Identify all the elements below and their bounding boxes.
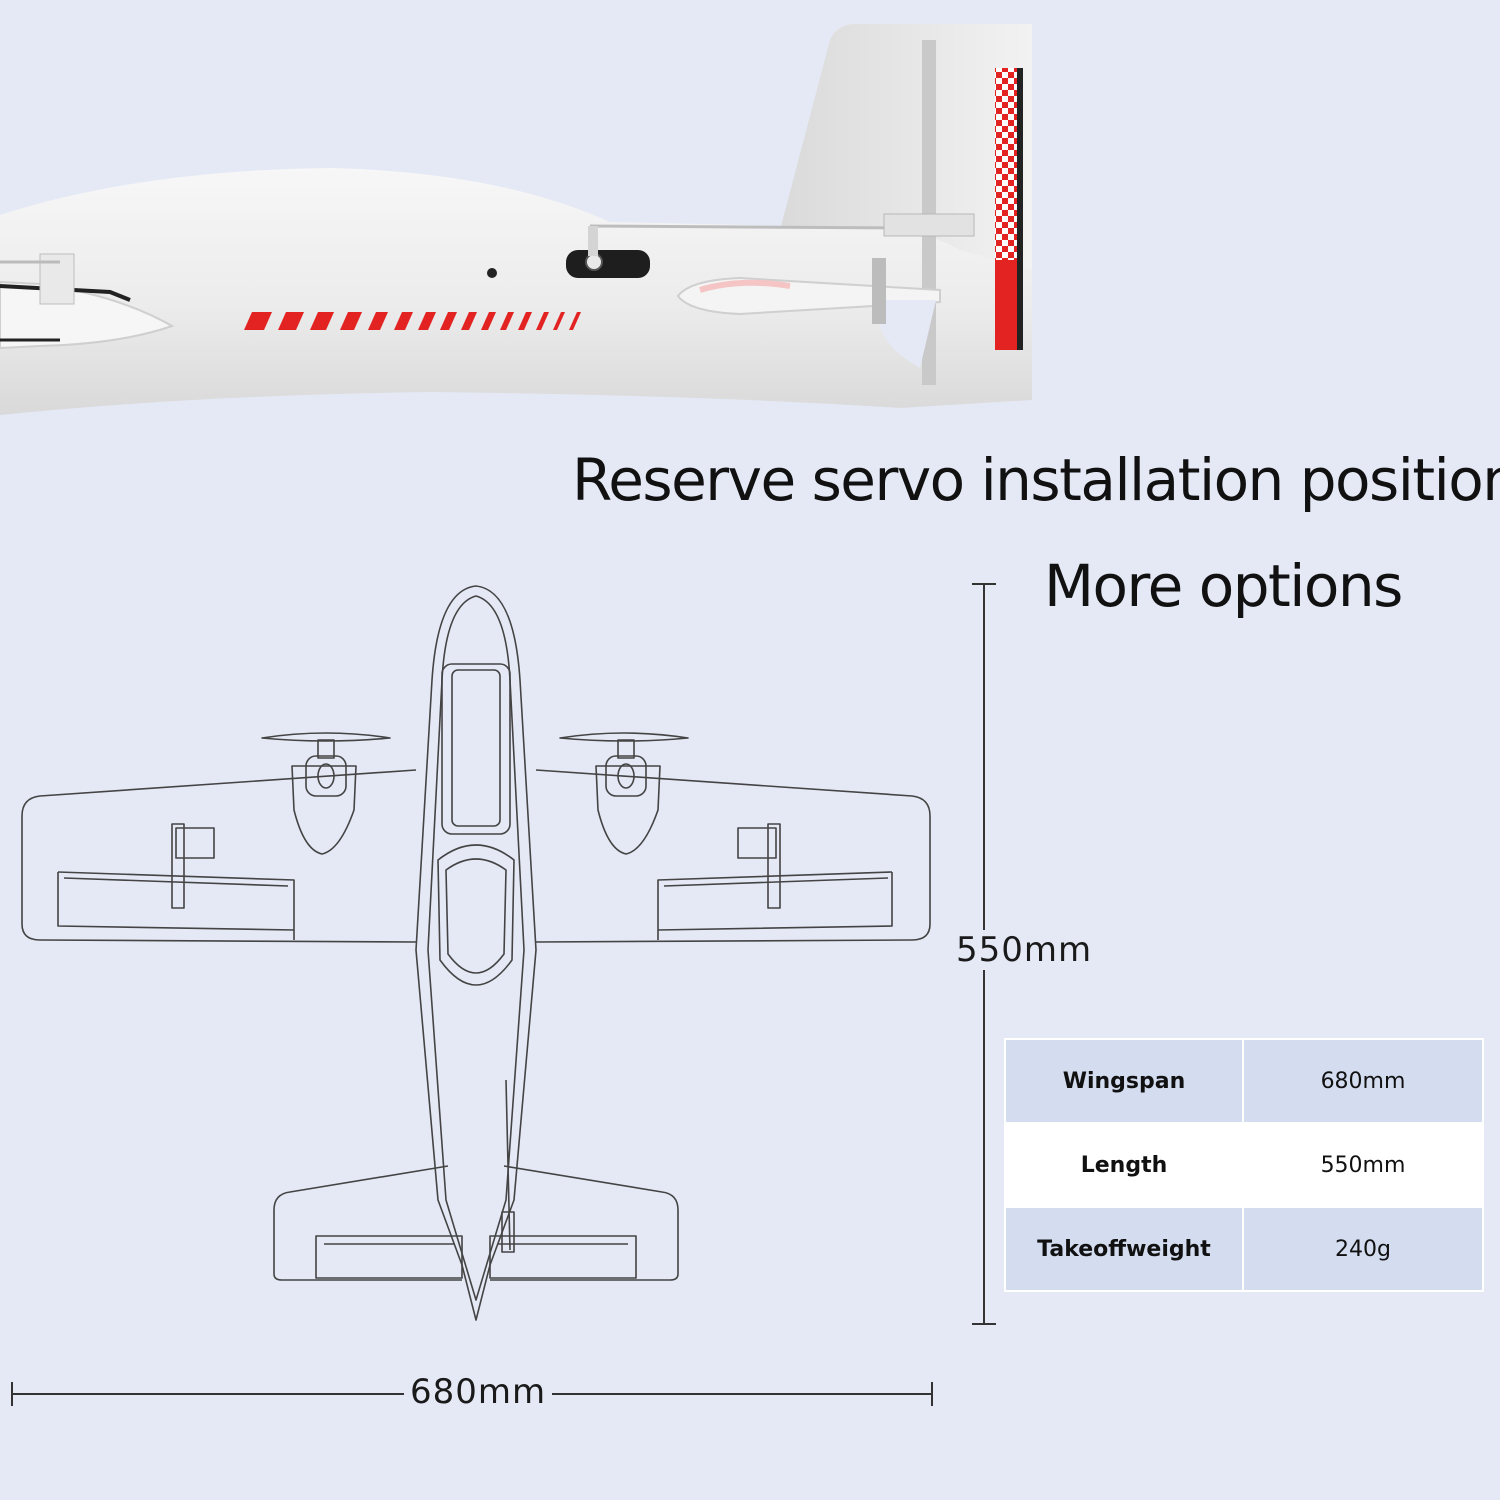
left-wing-servo bbox=[175, 827, 215, 859]
pushrod bbox=[589, 224, 901, 230]
spec-label: Wingspan bbox=[1004, 1038, 1244, 1124]
horizontal-tail bbox=[273, 1165, 462, 1281]
left-wing bbox=[21, 769, 417, 943]
airplane-top-view-drawing bbox=[21, 585, 931, 1321]
wingspan-dimension-label: 680mm bbox=[404, 1372, 553, 1412]
spec-label: Length bbox=[1004, 1122, 1244, 1208]
spec-value: 240g bbox=[1242, 1206, 1484, 1292]
more-options-heading: More options bbox=[1044, 552, 1403, 620]
right-wing bbox=[535, 769, 931, 943]
red-stripe-decal bbox=[244, 312, 581, 330]
left-motor-pod bbox=[291, 765, 357, 855]
length-dimension-label: 550mm bbox=[950, 930, 1099, 970]
spec-value: 550mm bbox=[1242, 1122, 1484, 1208]
left-propeller bbox=[261, 732, 391, 742]
table-row: Wingspan 680mm bbox=[1004, 1038, 1484, 1124]
right-wing-servo bbox=[737, 827, 777, 859]
fuselage-side-view bbox=[0, 24, 1032, 415]
spec-table: Wingspan 680mm Length 550mm Takeoffweigh… bbox=[1004, 1038, 1484, 1292]
fuselage-body bbox=[0, 168, 1032, 415]
spec-value: 680mm bbox=[1242, 1038, 1484, 1124]
right-motor-pod bbox=[595, 765, 661, 855]
table-row: Takeoffweight 240g bbox=[1004, 1206, 1484, 1292]
servo-position-heading: Reserve servo installation position bbox=[572, 446, 1500, 514]
right-propeller bbox=[559, 732, 689, 742]
fuselage-outline bbox=[415, 585, 537, 1321]
servo-slot bbox=[566, 250, 650, 278]
hatch bbox=[441, 663, 511, 835]
spec-label: Takeoffweight bbox=[1004, 1206, 1244, 1292]
vent-hole bbox=[487, 268, 497, 278]
table-row: Length 550mm bbox=[1004, 1122, 1484, 1208]
